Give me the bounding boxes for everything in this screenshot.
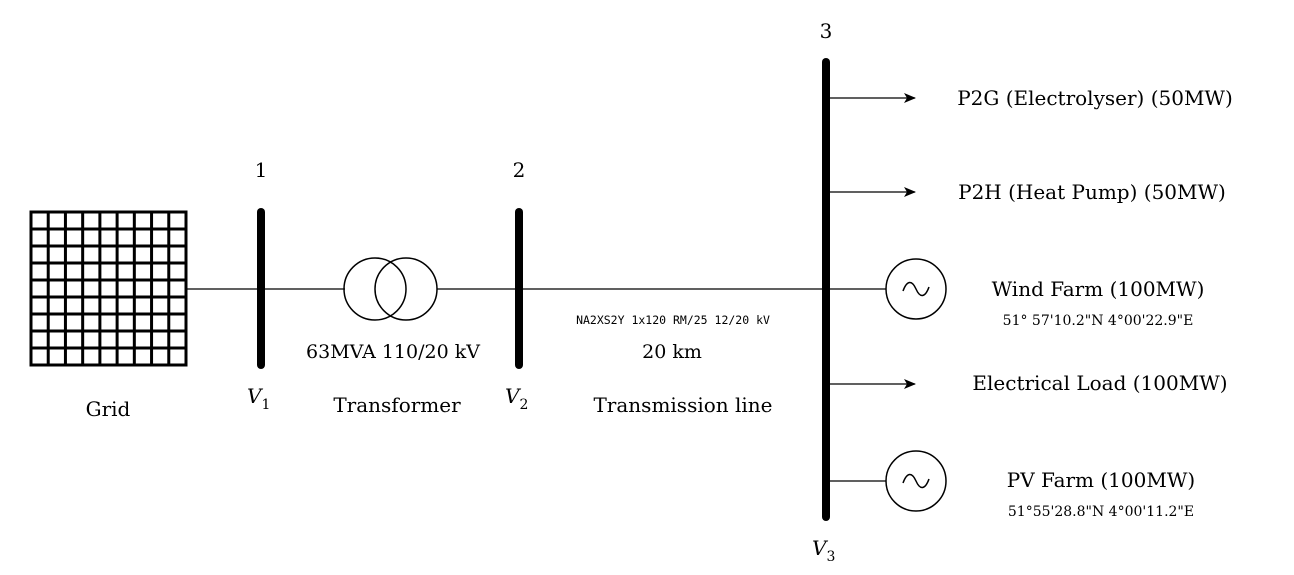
transformer-icon bbox=[343, 257, 438, 321]
p2g-label: P2G (Electrolyser) (50MW) bbox=[957, 86, 1233, 110]
wind-farm-connection: Wind Farm (100MW) 51° 57'10.2"N 4°00'22.… bbox=[826, 258, 1205, 329]
transmission-line-label: Transmission line bbox=[593, 393, 772, 417]
grid-icon bbox=[29, 210, 188, 367]
electrical-load-connection: Electrical Load (100MW) bbox=[826, 371, 1228, 395]
cable-spec: NA2XS2Y 1x120 RM/25 12/20 kV bbox=[576, 313, 770, 327]
p2h-label: P2H (Heat Pump) (50MW) bbox=[958, 180, 1226, 204]
bus-1-number: 1 bbox=[255, 158, 268, 182]
pv-farm-coordinates: 51°55'28.8"N 4°00'11.2"E bbox=[1008, 504, 1194, 520]
wind-farm-coordinates: 51° 57'10.2"N 4°00'22.9"E bbox=[1003, 313, 1194, 329]
bus-2-voltage-label: V2 bbox=[505, 384, 528, 413]
line-length: 20 km bbox=[642, 341, 702, 363]
pv-farm-connection: PV Farm (100MW) 51°55'28.8"N 4°00'11.2"E bbox=[826, 450, 1195, 520]
grid-label: Grid bbox=[86, 397, 131, 421]
wind-farm-label: Wind Farm (100MW) bbox=[992, 277, 1205, 301]
transformer-label: Transformer bbox=[333, 393, 461, 417]
ac-generator-icon bbox=[885, 450, 947, 512]
bus-3-number: 3 bbox=[820, 19, 833, 43]
p2g-connection: P2G (Electrolyser) (50MW) bbox=[826, 86, 1233, 110]
ac-generator-icon bbox=[885, 258, 947, 320]
transformer-rating: 63MVA 110/20 kV bbox=[306, 341, 480, 363]
p2h-connection: P2H (Heat Pump) (50MW) bbox=[826, 180, 1226, 204]
bus-2-number: 2 bbox=[513, 158, 526, 182]
bus-1-voltage-label: V1 bbox=[247, 384, 270, 413]
bus-3-voltage-label: V3 bbox=[812, 536, 835, 565]
pv-farm-label: PV Farm (100MW) bbox=[1007, 468, 1195, 492]
grid-symbol bbox=[29, 210, 261, 367]
electrical-load-label: Electrical Load (100MW) bbox=[972, 371, 1227, 395]
